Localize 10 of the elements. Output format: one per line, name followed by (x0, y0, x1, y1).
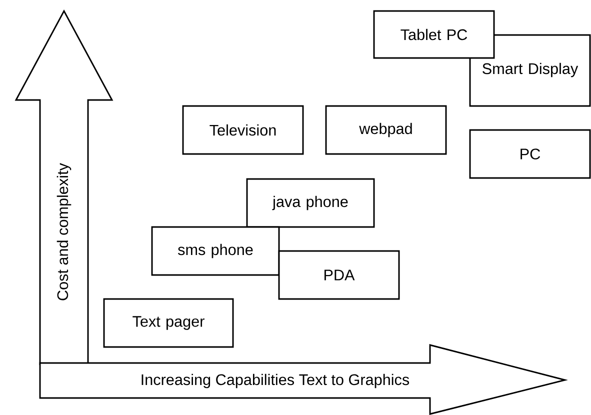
device-box: Tablet PC (373, 10, 495, 59)
device-box: Text pager (103, 298, 234, 348)
device-box: sms phone (151, 226, 280, 276)
device-box: webpad (325, 105, 447, 155)
device-box: java phone (246, 178, 375, 228)
device-box: PDA (278, 250, 400, 300)
node-label: Increasing Capabilities Text to Graphics (142, 374, 410, 388)
device-box: Television (182, 105, 304, 155)
device-box: Smart Display (469, 34, 591, 107)
device-box: PC (469, 129, 591, 179)
